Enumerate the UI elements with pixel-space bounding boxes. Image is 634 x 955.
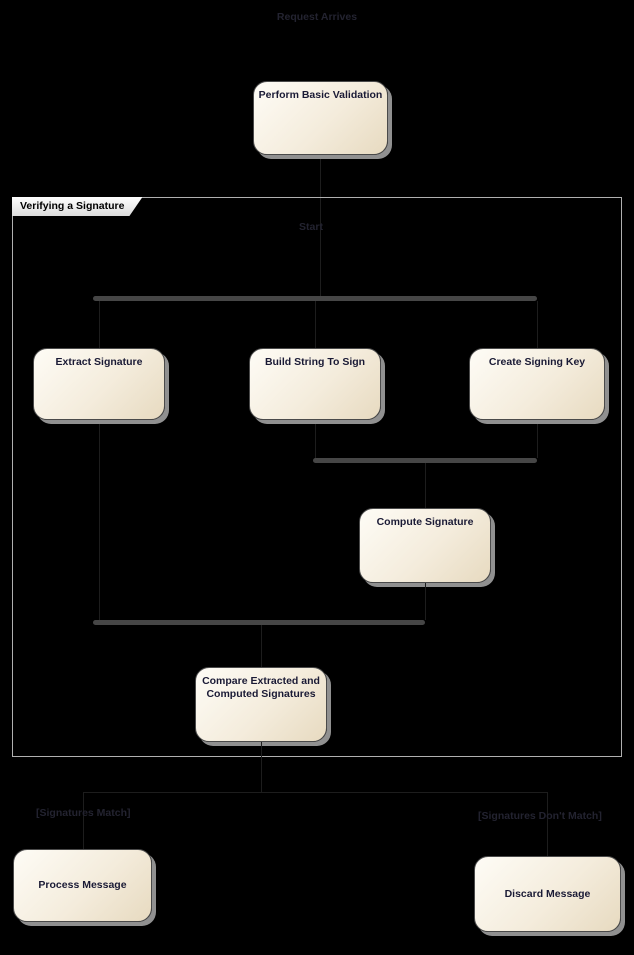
connector-fork-to-create <box>537 301 538 348</box>
connector-fork-to-build <box>315 301 316 348</box>
connector-create-to-join1 <box>537 420 538 458</box>
connector-to-process <box>83 792 84 849</box>
connector-branch-horizontal <box>83 792 547 793</box>
node-discard-message: Discard Message <box>474 856 621 932</box>
verifying-signature-frame <box>12 197 622 757</box>
node-extract-signature: Extract Signature <box>33 348 165 420</box>
guard-signatures-dont-match: [Signatures Don't Match] <box>478 810 602 822</box>
connector-compare-down <box>261 742 262 792</box>
node-label: Perform Basic Validation <box>258 89 383 101</box>
node-build-string-to-sign: Build String To Sign <box>249 348 381 420</box>
connector-extract-to-join2 <box>99 420 100 620</box>
node-label: Build String To Sign <box>264 356 366 368</box>
node-process-message: Process Message <box>13 849 152 922</box>
node-compare-signatures: Compare Extracted and Computed Signature… <box>195 667 327 742</box>
join-bar-1 <box>313 458 537 463</box>
connector-join1-to-compute <box>425 463 426 508</box>
request-arrives-label: Request Arrives <box>276 11 358 23</box>
connector-join2-to-compare <box>261 625 262 667</box>
node-label: Compute Signature <box>376 516 474 528</box>
connector-fork-to-extract <box>99 301 100 348</box>
node-create-signing-key: Create Signing Key <box>469 348 605 420</box>
node-perform-basic-validation: Perform Basic Validation <box>253 81 388 155</box>
frame-title-tab: Verifying a Signature <box>12 197 142 216</box>
connector-compute-to-join2 <box>425 583 426 620</box>
node-label: Create Signing Key <box>488 356 586 368</box>
node-compute-signature: Compute Signature <box>359 508 491 583</box>
node-label: Extract Signature <box>55 356 143 368</box>
connector-to-discard <box>547 792 548 856</box>
node-label: Discard Message <box>504 887 591 900</box>
node-label: Compare Extracted and Computed Signature… <box>202 675 320 700</box>
join-bar-2 <box>93 620 425 625</box>
fork-bar-1 <box>93 296 537 301</box>
node-label: Process Message <box>38 879 127 891</box>
start-label: Start <box>299 221 323 233</box>
connector-build-to-join1 <box>315 420 316 458</box>
connector-validation-to-fork <box>320 155 321 296</box>
guard-signatures-match: [Signatures Match] <box>36 807 131 819</box>
